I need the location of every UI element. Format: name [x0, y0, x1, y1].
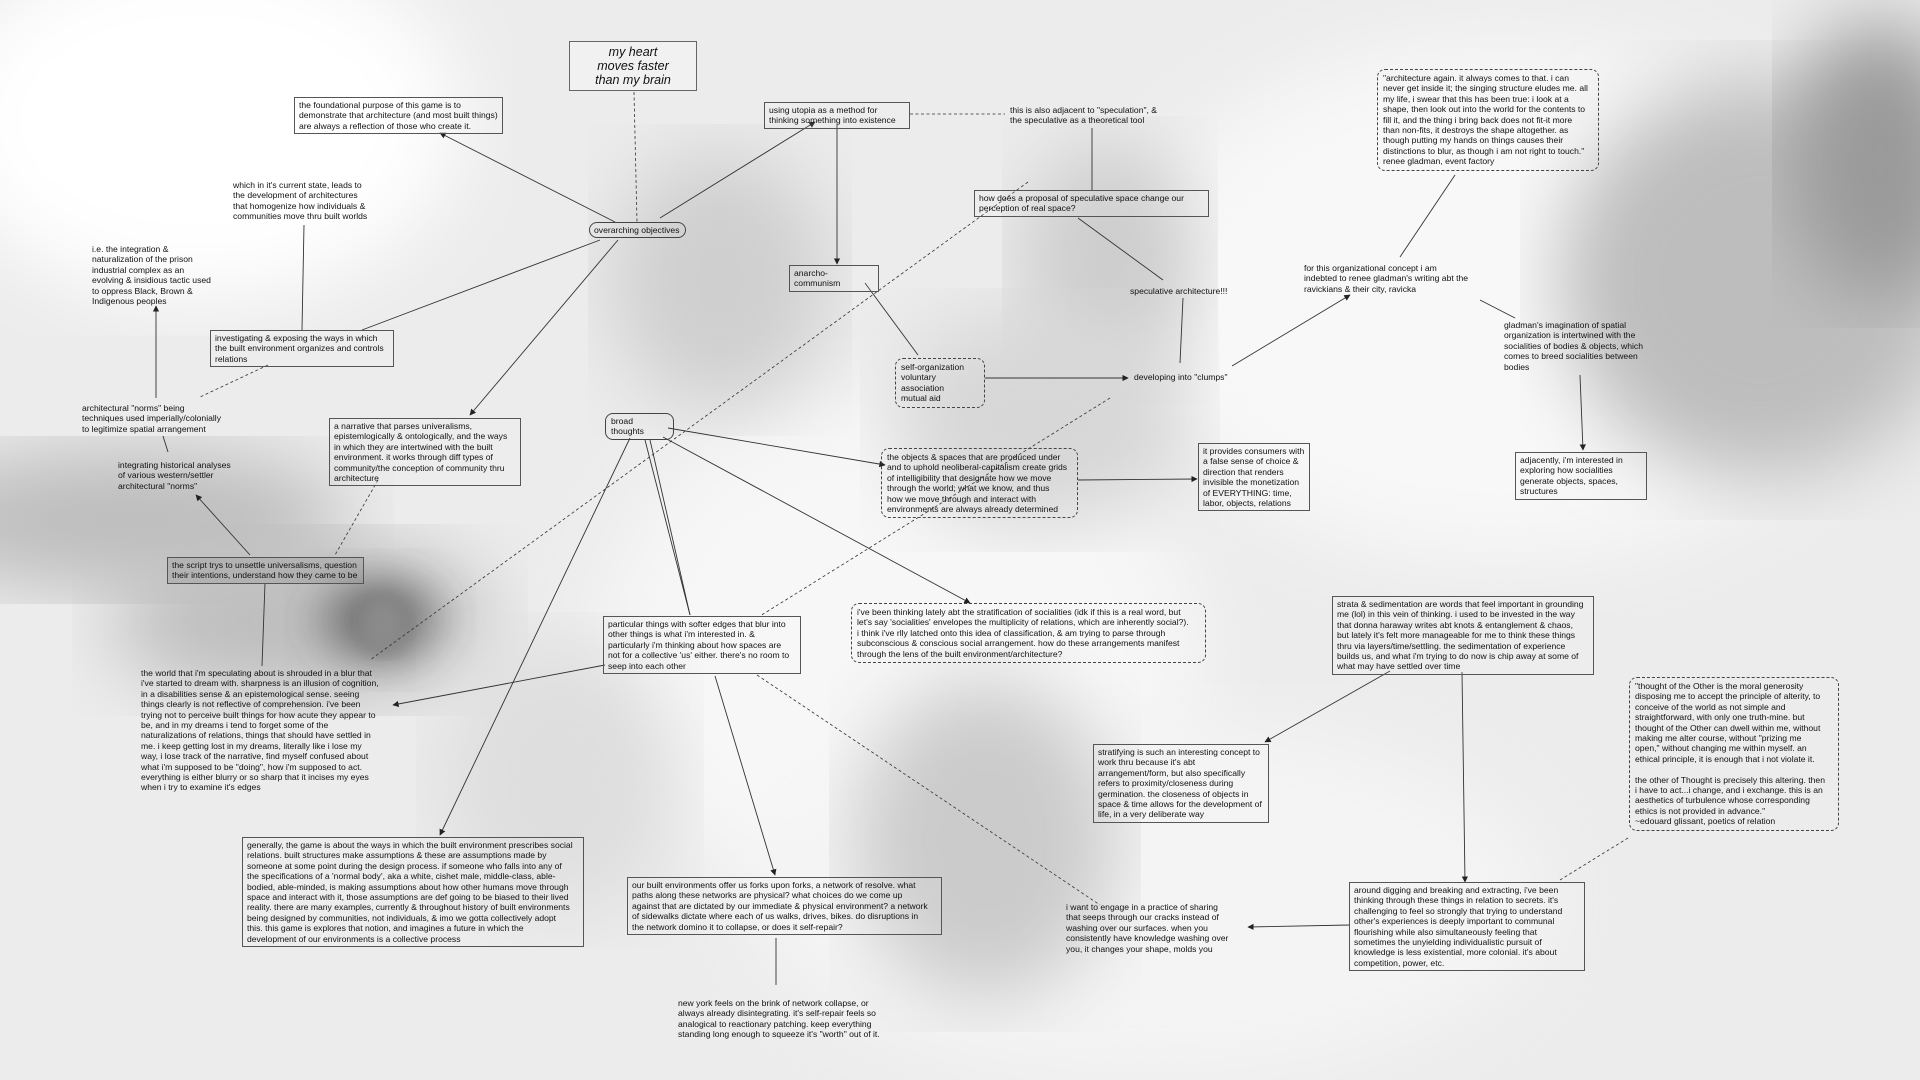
node-speculation: this is also adjacent to "speculation", … [1010, 105, 1158, 126]
node-game-about: generally, the game is about the ways in… [242, 837, 584, 948]
node-speculative-architecture: speculative architecture!!! [1130, 286, 1228, 296]
node-self-organization: self-organization voluntary association … [895, 358, 985, 408]
node-foundational-purpose: the foundational purpose of this game is… [294, 97, 503, 135]
node-stratification-socialities: i've been thinking lately abt the strati… [851, 603, 1206, 664]
node-gladman-quote: "architecture again. it always comes to … [1377, 69, 1599, 171]
node-strata-sedimentation: strata & sedimentation are words that fe… [1332, 596, 1594, 675]
node-digging-secrets: around digging and breaking and extracti… [1349, 882, 1585, 972]
node-glissant-quote: "thought of the Other is the moral gener… [1629, 677, 1839, 831]
node-adjacently: adjacently, i'm interested in exploring … [1515, 452, 1647, 500]
node-stratifying: stratifying is such an interesting conce… [1093, 744, 1269, 823]
node-narrative: a narrative that parses univeralisms, ep… [329, 418, 521, 487]
node-developing-clumps: developing into "clumps" [1134, 372, 1228, 382]
node-false-choice: it provides consumers with a false sense… [1198, 443, 1310, 512]
node-architectural-norms: architectural "norms" being techniques u… [82, 403, 222, 434]
node-speculative-proposal: how does a proposal of speculative space… [974, 190, 1209, 217]
node-gladman-imagination: gladman's imagination of spatial organiz… [1504, 320, 1644, 372]
node-homogenize: which in it's current state, leads to th… [233, 180, 368, 222]
node-prison-industrial: i.e. the integration & naturalization of… [92, 244, 211, 307]
node-practice-sharing: i want to engage in a practice of sharin… [1066, 902, 1229, 954]
node-anarcho-communism: anarcho-communism [789, 265, 879, 292]
title-heart: my heart moves faster than my brain [569, 41, 697, 91]
node-investigating: investigating & exposing the ways in whi… [210, 330, 394, 368]
node-overarching-objectives: overarching objectives [589, 222, 686, 239]
node-script: the script trys to unsettle universalism… [167, 557, 364, 584]
node-utopia-method: using utopia as a method for thinking so… [764, 102, 910, 129]
node-blurred-world: the world that i'm speculating about is … [141, 668, 379, 793]
node-indebted-gladman: for this organizational concept i am ind… [1304, 263, 1469, 294]
node-softer-edges: particular things with softer edges that… [603, 616, 801, 675]
node-historical-analyses: integrating historical analyses of vario… [118, 460, 231, 491]
node-forks-network: our built environments offer us forks up… [627, 877, 942, 936]
node-objects-spaces: the objects & spaces that are produced u… [881, 448, 1078, 519]
node-broad-thoughts: broad thoughts [605, 413, 674, 440]
node-new-york: new york feels on the brink of network c… [678, 998, 880, 1040]
